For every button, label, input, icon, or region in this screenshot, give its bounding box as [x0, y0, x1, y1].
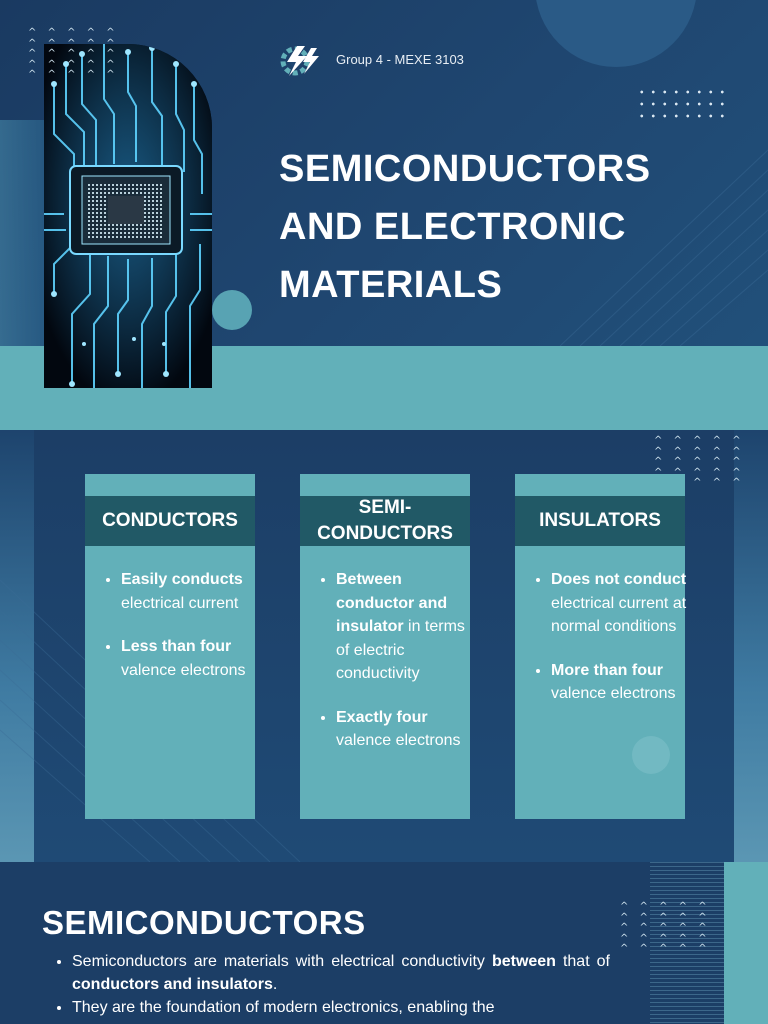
section-bullets: Semiconductors are materials with electr…	[52, 950, 610, 1019]
left-decorative-bar	[0, 430, 34, 862]
bullet-text: that of	[562, 953, 610, 970]
card-semiconductors: SEMI-CONDUCTORS Between conductor and in…	[300, 474, 470, 819]
list-item: More than four valence electrons	[551, 659, 697, 706]
group-label: Group 4 - MEXE 3103	[336, 52, 464, 67]
bullet-text: valence electrons	[551, 685, 676, 702]
bullet-text: valence electrons	[336, 732, 461, 749]
decorative-stripes	[650, 862, 724, 1024]
decorative-caret-grid: ^ ^ ^ ^ ^ ^ ^ ^ ^ ^ ^ ^ ^ ^ ^ ^ ^ ^ ^ ^ …	[620, 901, 711, 954]
list-item: Easily conducts electrical current	[121, 568, 267, 615]
left-accent-strip	[0, 120, 44, 346]
bullet-bold: Does not conduct	[551, 571, 687, 588]
list-item: Between conductor and insulator in terms…	[336, 568, 482, 686]
decorative-bubble	[632, 736, 670, 774]
decorative-caret-grid: ^ ^ ^ ^ ^ ^ ^ ^ ^ ^ ^ ^ ^ ^ ^ ^ ^ ^ ^ ^ …	[28, 27, 119, 80]
right-decorative-bar	[724, 862, 768, 1024]
bullet-text: They are the foundation of modern electr…	[72, 999, 495, 1016]
card-title: INSULATORS	[515, 496, 685, 546]
list-item: Exactly four valence electrons	[336, 706, 482, 753]
title-line: SEMICONDUCTORS	[279, 148, 651, 190]
bullet-bold: Less than four	[121, 638, 232, 655]
title-line: MATERIALS	[279, 264, 503, 306]
bullet-bold: Between conductor and insulator	[336, 571, 448, 635]
bullet-text: .	[272, 976, 278, 993]
bullet-bold: conductors and insulators	[72, 976, 273, 993]
bullet-text: valence electrons	[121, 661, 246, 679]
bullet-bold: Exactly four	[336, 708, 428, 726]
title-line: AND ELECTRONIC	[279, 206, 626, 248]
semiconductors-section: ^ ^ ^ ^ ^ ^ ^ ^ ^ ^ ^ ^ ^ ^ ^ ^ ^ ^ ^ ^ …	[0, 862, 768, 1024]
section-title: SEMICONDUCTORS	[42, 904, 366, 941]
page-title: SEMICONDUCTORS AND ELECTRONIC MATERIALS	[279, 140, 651, 314]
bullet-text: in terms of electric conductivity	[336, 618, 465, 682]
circuit-chip-photo	[44, 44, 212, 388]
bullet-bold: More than four	[551, 661, 663, 679]
card-title: CONDUCTORS	[85, 496, 255, 546]
bullet-text: electrical current at normal conditions	[551, 594, 687, 636]
bullet-bold: Easily conducts	[121, 571, 243, 588]
right-decorative-bar	[734, 430, 768, 862]
list-item: They are the foundation of modern electr…	[72, 996, 610, 1019]
comparison-section: ^ ^ ^ ^ ^ ^ ^ ^ ^ ^ ^ ^ ^ ^ ^ ^ ^ ^ ^ ^ …	[0, 430, 768, 862]
lightning-gear-logo-icon	[280, 46, 319, 76]
card-bullets: Does not conduct electrical current at n…	[533, 568, 697, 726]
card-conductors: CONDUCTORS Easily conducts electrical cu…	[85, 474, 255, 819]
bullet-text: Semiconductors are materials with electr…	[72, 953, 485, 970]
decorative-dot-grid	[636, 86, 728, 126]
decorative-lines	[559, 149, 768, 346]
list-item: Semiconductors are materials with electr…	[72, 950, 610, 996]
card-title: SEMI-CONDUCTORS	[300, 496, 470, 546]
bullet-bold: between	[491, 953, 556, 970]
list-item: Less than four valence electrons	[121, 635, 267, 682]
card-bullets: Easily conducts electrical current Less …	[103, 568, 267, 702]
card-bullets: Between conductor and insulator in terms…	[318, 568, 482, 773]
list-item: Does not conduct electrical current at n…	[551, 568, 697, 639]
decorative-bubble	[212, 290, 252, 330]
bullet-text: electrical current	[121, 594, 239, 612]
